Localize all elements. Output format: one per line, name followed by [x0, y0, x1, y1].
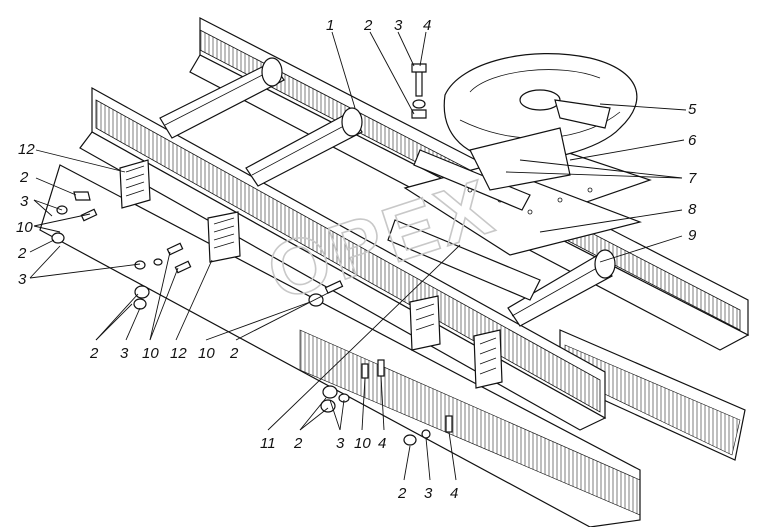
cross-members [159, 57, 616, 327]
fasteners [51, 63, 453, 446]
callout-2: 2 [19, 169, 29, 186]
fifth-wheel [443, 53, 638, 191]
callout-3: 3 [424, 485, 433, 502]
callout-2: 2 [229, 345, 239, 362]
cross-tube-1 [159, 57, 285, 139]
cross-tube-3 [507, 249, 616, 327]
lower-frame-rail [39, 86, 641, 527]
callout-3: 3 [336, 435, 345, 452]
callout-3: 3 [394, 17, 403, 34]
callout-10: 10 [354, 435, 371, 452]
callout-10: 10 [142, 345, 159, 362]
callout-7: 7 [688, 170, 697, 187]
callout-3: 3 [20, 193, 29, 210]
callout-5: 5 [688, 101, 697, 118]
callout-2: 2 [293, 435, 303, 452]
longitudinal-bracket [387, 149, 541, 301]
callout-2: 2 [17, 245, 27, 262]
bolt-top [411, 63, 427, 119]
gusset-plate-middle [207, 211, 241, 263]
callout-4: 4 [423, 17, 431, 34]
callout-3: 3 [120, 345, 129, 362]
callout-10: 10 [16, 219, 33, 236]
callout-4: 4 [450, 485, 458, 502]
gusset-plate-lower-1 [409, 295, 441, 351]
callout-11: 11 [260, 435, 276, 452]
callout-1: 1 [326, 17, 334, 34]
callouts: 1 2 3 4 5 6 7 8 9 12 2 3 10 2 3 2 3 10 1… [16, 17, 697, 502]
nuts-bottom-right [403, 415, 453, 446]
nuts-bottom-group [320, 359, 385, 413]
callout-10: 10 [198, 345, 215, 362]
callout-4: 4 [378, 435, 386, 452]
callout-12: 12 [18, 141, 35, 158]
callout-2: 2 [397, 485, 407, 502]
callout-9: 9 [688, 227, 697, 244]
leader-lines [29, 31, 687, 481]
callout-2: 2 [363, 17, 373, 34]
gusset-plate-lower-2 [473, 329, 503, 389]
callout-3: 3 [18, 271, 27, 288]
cross-tube-2 [245, 107, 363, 187]
gusset-plate-left [119, 159, 151, 209]
nuts-left-upper [51, 191, 98, 244]
nuts-left-middle [134, 242, 192, 274]
callout-12: 12 [170, 345, 187, 362]
callout-6: 6 [688, 132, 697, 149]
nuts-left-lower [133, 285, 150, 310]
callout-2: 2 [89, 345, 99, 362]
callout-8: 8 [688, 201, 697, 218]
